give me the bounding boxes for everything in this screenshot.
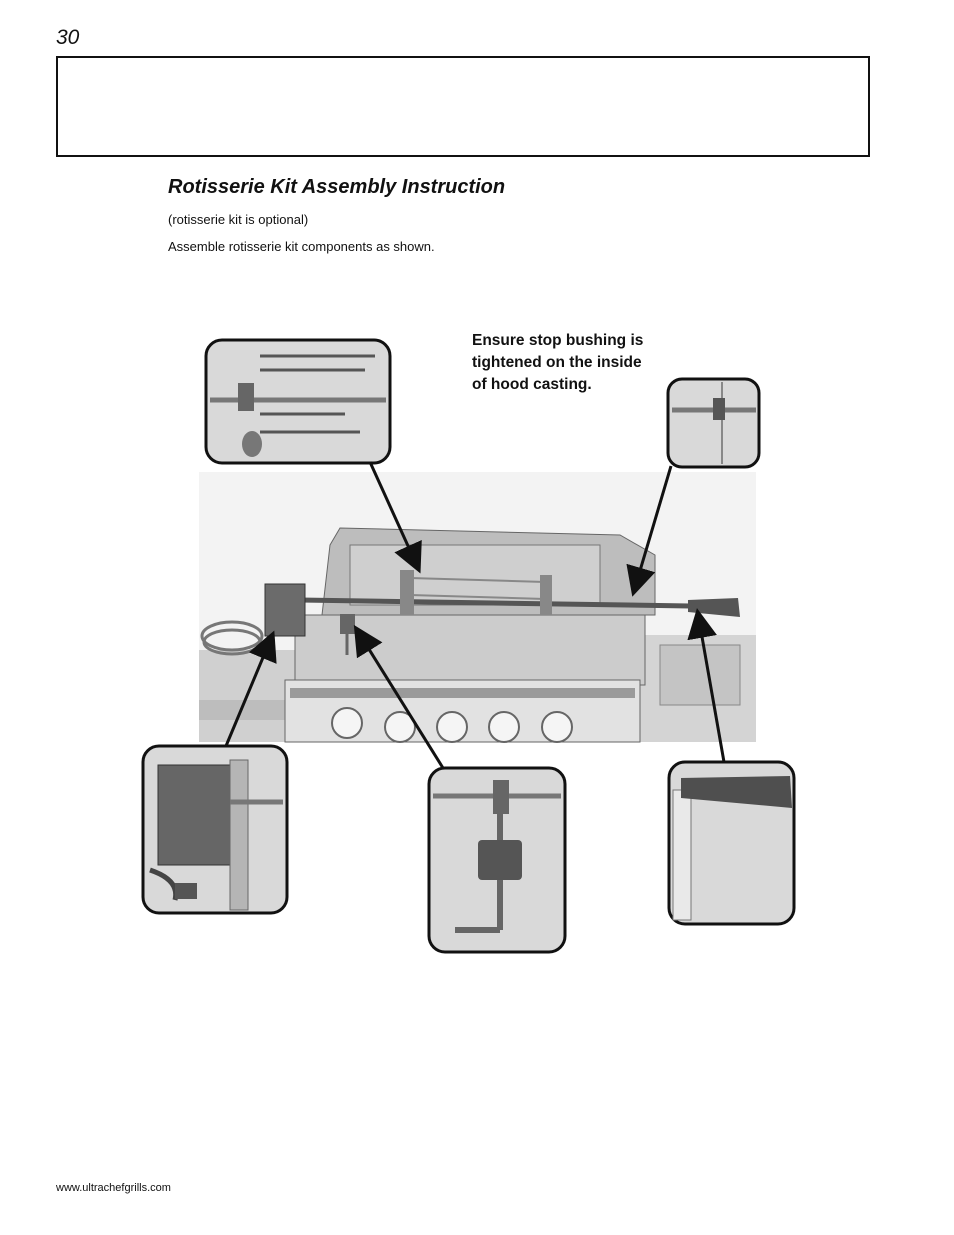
optional-note: (rotisserie kit is optional) <box>168 212 309 227</box>
stop-bushing-detail <box>666 377 761 469</box>
leader-arrows <box>224 461 726 769</box>
assembly-instruction: Assemble rotisserie kit components as sh… <box>168 239 435 254</box>
header-box <box>56 56 870 157</box>
page-number: 30 <box>56 26 80 49</box>
footer-url[interactable]: www.ultrachefgrills.com <box>56 1182 171 1194</box>
callout-line: Ensure stop bushing is <box>472 332 644 349</box>
callout-line: of hood casting. <box>472 376 592 393</box>
handle-detail <box>667 760 796 926</box>
grill-illustration <box>199 472 756 743</box>
callout-line: tightened on the inside <box>472 354 642 371</box>
motor-detail <box>141 744 289 915</box>
section-title: Rotisserie Kit Assembly Instruction <box>168 176 506 198</box>
forks-detail <box>204 338 392 465</box>
stop-bushing-callout: Ensure stop bushing is tightened on the … <box>472 330 672 396</box>
counterweight-detail <box>427 766 567 954</box>
